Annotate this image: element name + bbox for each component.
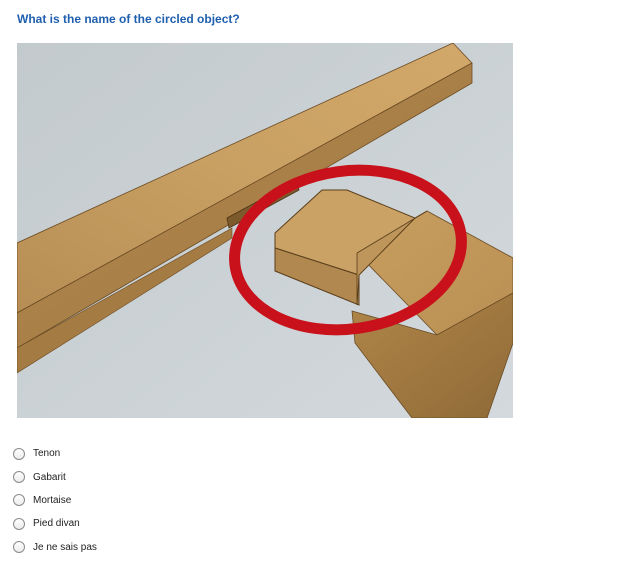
wood-joint-illustration	[17, 43, 513, 418]
option-label: Pied divan	[33, 518, 80, 530]
option-label: Tenon	[33, 448, 61, 460]
option-pied-divan[interactable]: Pied divan	[13, 512, 313, 535]
answer-options: Tenon Gabarit Mortaise Pied divan Je ne …	[13, 442, 313, 559]
wood-joint-image	[17, 43, 513, 418]
radio-button[interactable]	[13, 494, 25, 507]
highlight-circle	[229, 164, 467, 336]
option-tenon[interactable]: Tenon	[13, 442, 313, 465]
option-label: Je ne sais pas	[33, 541, 97, 553]
radio-button[interactable]	[13, 517, 25, 530]
option-label: Gabarit	[33, 471, 66, 483]
option-je-ne-sais-pas[interactable]: Je ne sais pas	[13, 536, 313, 559]
option-mortaise[interactable]: Mortaise	[13, 489, 313, 512]
radio-button[interactable]	[13, 471, 25, 484]
radio-button[interactable]	[13, 447, 25, 460]
question-title: What is the name of the circled object?	[17, 12, 240, 26]
option-label: Mortaise	[33, 494, 72, 506]
option-gabarit[interactable]: Gabarit	[13, 465, 313, 488]
radio-button[interactable]	[13, 541, 25, 554]
